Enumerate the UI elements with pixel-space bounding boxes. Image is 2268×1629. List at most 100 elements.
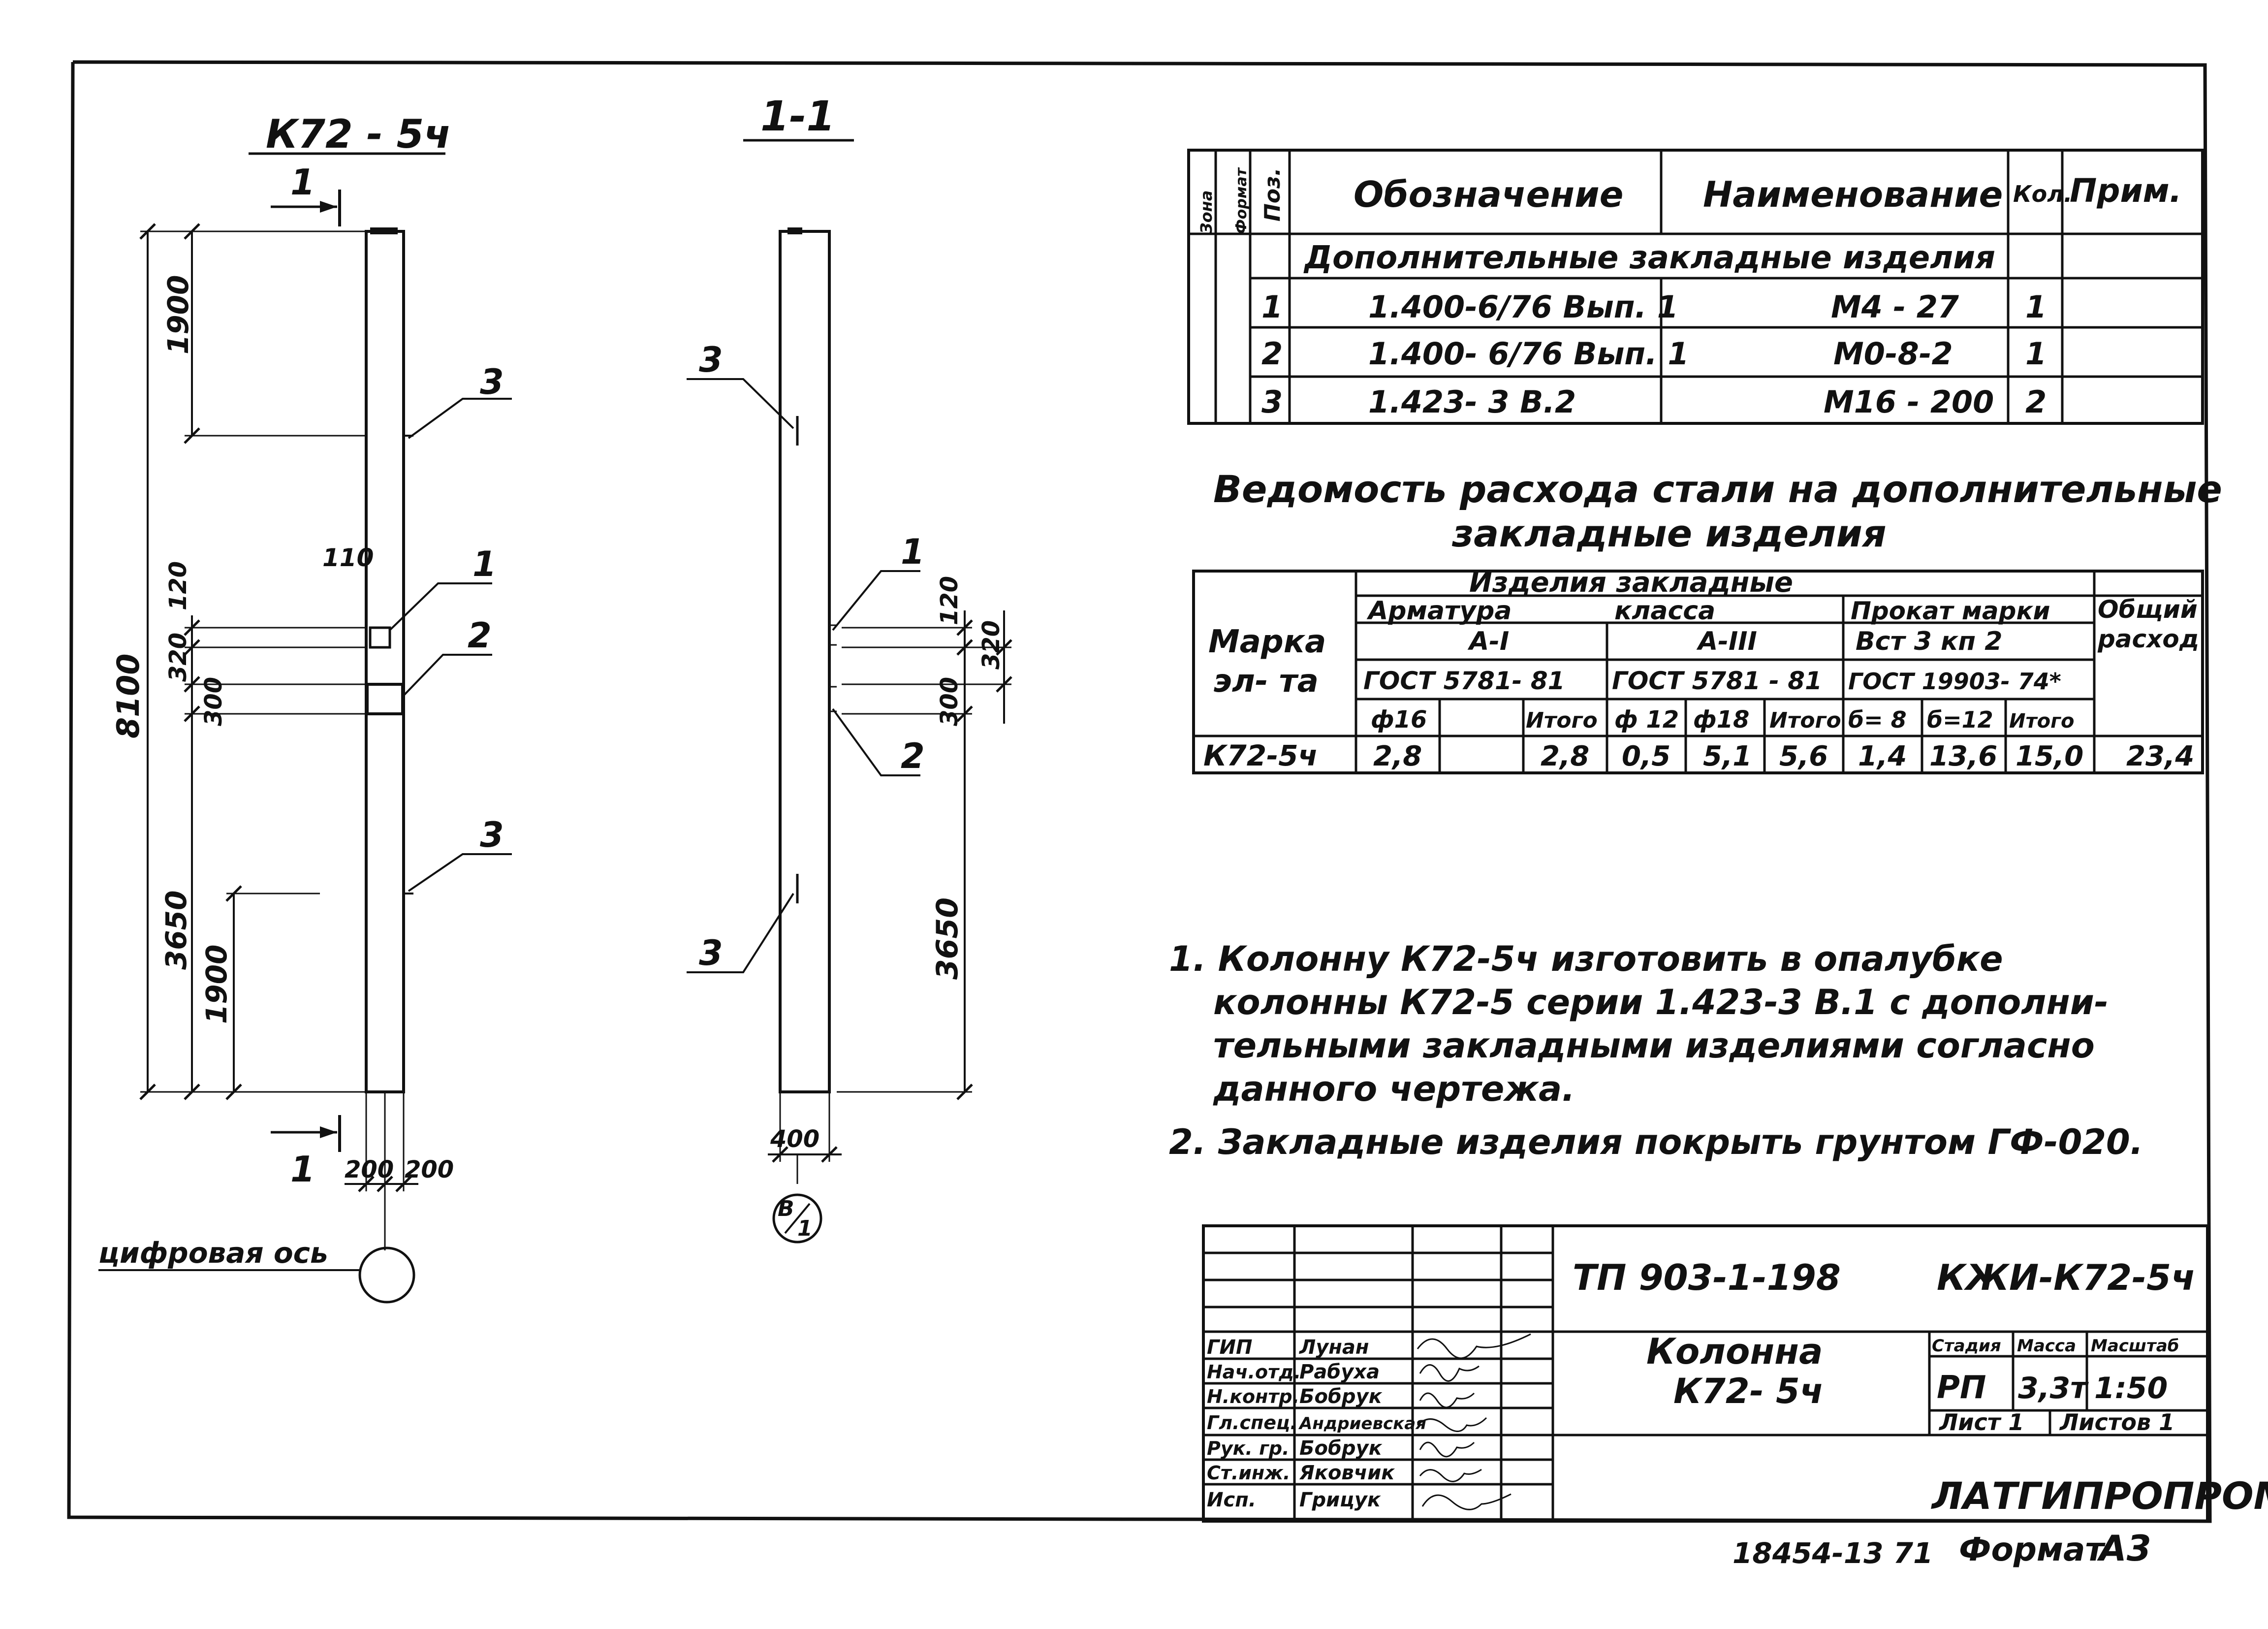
sec-dim-120: 120 [936,576,963,625]
tb-role-7: Исп. [1207,1489,1256,1511]
steel-row-total-pr: 15,0 [2016,740,2083,772]
note-line-1: 1. Колонну К72-5ч изготовить в опалубке [1169,939,2003,979]
steel-h-items: Изделия закладные [1469,567,1793,599]
elevation-title: К72 - 5ч [266,111,451,157]
spec-row1-qty: 1 [2025,289,2047,325]
spec-h-designation: Обозначение [1354,174,1623,215]
tb-role-5: Рук. гр. [1207,1437,1290,1459]
footer-format-label: Формат [1959,1531,2106,1568]
footer: 18454-13 71 Формат А3 [1732,1528,2151,1570]
spec-row2-name: М0-8-2 [1833,336,1953,372]
sec-pos-2: 2 [901,736,925,776]
note-line-3: тельными закладными изделиями согласно [1213,1025,2095,1066]
spec-h-qty: Кол. [2013,181,2072,207]
note-line-2: колонны К72-5 серии 1.423-3 В.1 с дополн… [1213,982,2109,1022]
dim-120: 120 [164,561,192,610]
column-section-1-1: 1-1 3 3 1 2 [687,92,1012,1244]
steel-row-d12: 13,6 [1929,740,1997,772]
column-elevation: К72 - 5ч 1 1 [98,111,512,1304]
dim-bottom: 3650 [159,891,193,970]
sec-dim-width: 400 [770,1125,819,1153]
steel-row-d8: 1,4 [1858,740,1907,772]
sec-dim-320: 320 [977,620,1005,670]
steel-row-f16: 2,8 [1373,740,1422,772]
tb-role-4: Гл.спец. [1207,1412,1297,1434]
pos-3-bottom: 3 [480,815,504,855]
tb-scale: 1:50 [2094,1371,2168,1405]
steel-sub-d8: б= 8 [1848,706,1907,733]
footer-number: 18454-13 71 [1732,1536,1933,1570]
sec-pos-1: 1 [901,532,925,572]
steel-sub-total-pr: Итого [2009,710,2075,733]
dim-110: 110 [322,543,374,572]
steel-row-total-a3: 5,6 [1779,740,1828,772]
steel-h-total2: расход [2097,625,2199,653]
spec-h-note: Прим. [2070,172,2182,210]
steel-sub-f12: ф 12 [1614,706,1679,734]
steel-row-total-a1: 2,8 [1541,740,1589,772]
steel-row-f18: 5,1 [1703,740,1752,772]
spec-row3-designation: 1.423- 3 В.2 [1368,384,1576,420]
dim-bottom2: 1900 [200,945,233,1024]
dim-total: 8100 [110,653,146,738]
section-mark-top: 1 [290,161,315,203]
footer-format: А3 [2097,1528,2151,1569]
sec-axis-num: В [778,1196,794,1221]
steel-sub-total-a3: Итого [1769,708,1841,733]
steel-h-a1: А-I [1467,627,1509,656]
pos-1: 1 [472,544,497,584]
pos-2: 2 [468,615,492,656]
steel-title-line1: Ведомость расхода стали на дополнительны… [1213,467,2222,511]
tb-stage: РП [1937,1370,1986,1406]
steel-sub-total-a1: Итого [1526,708,1598,733]
steel-h-mark2: эл- та [1213,663,1319,700]
spec-h-pos: Поз. [1260,168,1285,222]
tb-name2: К72- 5ч [1673,1371,1824,1411]
steel-h-class: класса [1614,596,1715,626]
tb-sheets: Листов 1 [2059,1409,2174,1436]
embedded-item-2 [366,683,404,715]
steel-h-a3: А-III [1696,627,1757,656]
spec-h-name: Наименование [1703,174,2003,215]
tb-org: ЛАТГИПРОПРОМ [1931,1474,2268,1518]
tb-name-5: Бобрук [1299,1437,1383,1460]
signatures [1417,1333,1531,1510]
tb-role-1: ГИП [1207,1336,1252,1359]
sec-pos-3-top: 3 [699,340,723,380]
dim-width-right: 200 [405,1156,454,1183]
tb-role-6: Ст.инж. [1207,1462,1290,1484]
axis-label: цифровая ось [98,1236,328,1270]
pos-3-top: 3 [480,362,504,402]
steel-h-gost2: ГОСТ 5781 - 81 [1612,667,1822,695]
steel-h-vst: Вст 3 кп 2 [1856,627,2003,656]
steel-sub-f16: ф16 [1371,706,1427,734]
dim-width-left: 200 [345,1156,394,1183]
spec-row1-name: М4 - 27 [1831,289,1959,325]
section-title: 1-1 [760,92,835,140]
sec-pos-3-bottom: 3 [699,933,723,973]
tb-project: ТП 903-1-198 [1573,1257,1841,1298]
tb-mass-h: Масса [2017,1336,2076,1356]
steel-h-gost3: ГОСТ 19903- 74* [1848,668,2061,695]
steel-sub-f18: ф18 [1693,706,1749,734]
tb-role-3: Н.контр. [1207,1386,1299,1407]
steel-h-arm: Арматура [1366,596,1512,626]
steel-h-gost1: ГОСТ 5781- 81 [1363,667,1565,695]
tb-scale-h: Масштаб [2091,1336,2179,1356]
sec-axis-den: 1 [797,1216,813,1241]
title-block: ТП 903-1-198 КЖИ-К72-5ч Колонна К72- 5ч … [1202,1224,2268,1523]
dim-top-zone: 1900 [161,275,195,354]
spec-group-label: Дополнительные закладные изделия [1303,240,1995,276]
spec-h-zone: Зона [1197,191,1216,234]
dim-320: 320 [164,633,192,682]
steel-row-mark: К72-5ч [1203,739,1318,772]
tb-name-1: Лунан [1299,1336,1369,1359]
steel-h-total1: Общий [2098,595,2198,624]
sec-dim-bottom: 3650 [930,897,965,980]
steel-row-f12: 0,5 [1622,740,1670,772]
spec-row1-pos: 1 [1261,289,1283,325]
tb-stage-h: Стадия [1932,1336,2001,1356]
axis-circle [358,1246,415,1304]
section-mark-bottom: 1 [290,1149,315,1190]
